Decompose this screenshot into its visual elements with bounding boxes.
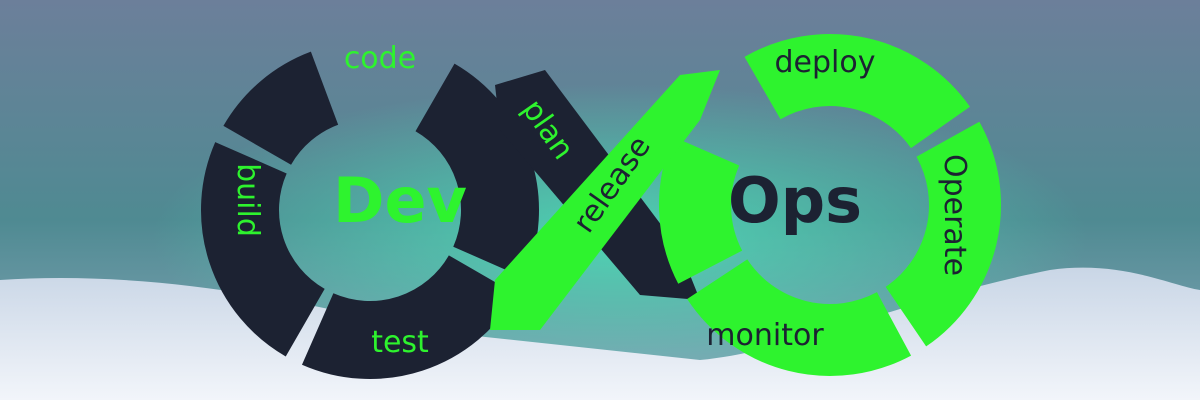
dev-loop-ring (201, 41, 539, 379)
stage-deploy: deploy (775, 45, 876, 80)
ops-loop (490, 33, 1001, 376)
stage-operate: Operate (937, 154, 972, 276)
stage-monitor: monitor (706, 318, 824, 353)
snowy-hills (0, 267, 1200, 400)
ops-loop-ring (659, 33, 1001, 376)
dev-title: Dev (333, 164, 467, 237)
stage-code: code (344, 41, 416, 76)
ops-title: Ops (728, 164, 862, 237)
stage-build: build (230, 163, 265, 237)
release-band (490, 70, 720, 330)
stage-test: test (371, 325, 429, 360)
